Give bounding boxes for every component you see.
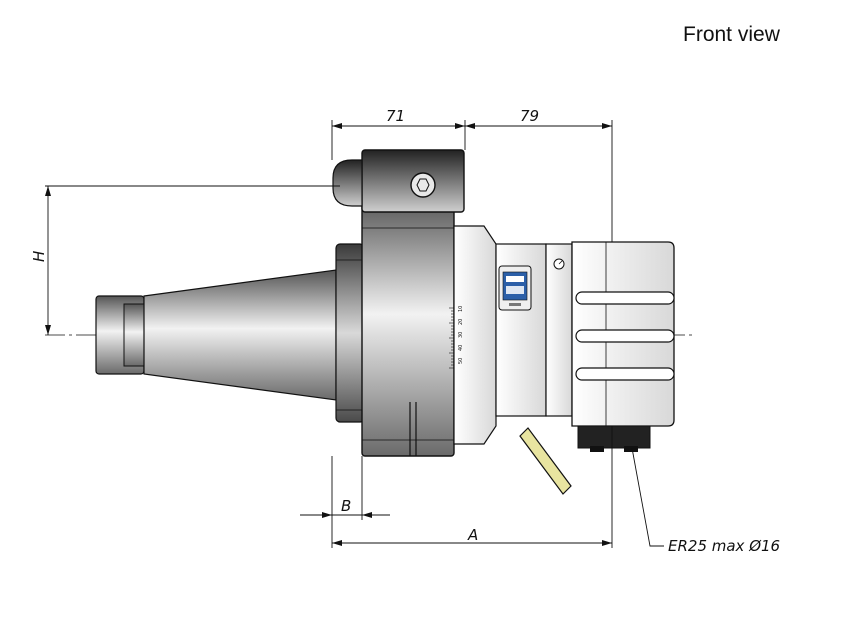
clamp-block	[332, 149, 465, 213]
dim-71-label: 71	[386, 107, 405, 125]
clamp-screw-icon	[410, 172, 436, 198]
scale-mark-label: 40	[458, 345, 464, 351]
scale-mark-label: 10	[458, 306, 464, 312]
scale-mark-label: 20	[458, 319, 464, 325]
dimension-arrows	[45, 123, 612, 546]
neck-ring	[453, 225, 497, 445]
main-body	[361, 197, 455, 457]
flange	[335, 243, 365, 423]
taper-cone	[143, 269, 337, 401]
pull-stud	[95, 295, 147, 375]
view-title: Front view	[683, 23, 780, 46]
dim-b-label: B	[341, 497, 351, 515]
angle-head	[495, 241, 675, 427]
coolant-lever	[519, 427, 572, 495]
scale-mark-label: 30	[458, 332, 464, 338]
logo-plate	[498, 265, 532, 311]
dim-a-label: A	[467, 526, 478, 544]
angle-scale: 10 20 30 40 50	[449, 305, 464, 370]
collet-nut	[577, 425, 651, 452]
dim-h-label: H	[30, 251, 48, 262]
scale-mark-label: 50	[458, 358, 464, 364]
collet-callout: ER25 max Ø16	[668, 537, 780, 555]
dim-79-label: 79	[520, 107, 539, 125]
